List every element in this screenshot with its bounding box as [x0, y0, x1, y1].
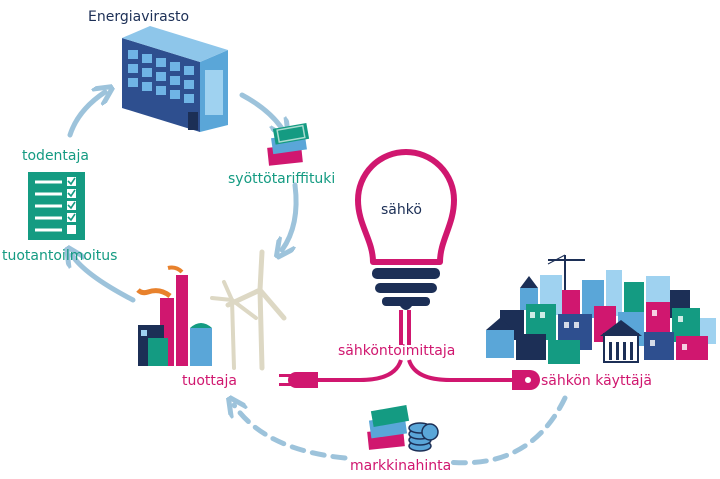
arrow-market-price-dashed — [234, 398, 568, 466]
coins-icon — [367, 404, 439, 452]
checklist-icon — [28, 172, 85, 240]
arrow-producer-to-notice — [72, 255, 136, 303]
arrow-verifier-to-agency — [67, 92, 105, 138]
label-verifier: todentaja — [22, 148, 89, 164]
wind-turbine-icon — [210, 249, 287, 371]
arrow-tariff-to-producer — [282, 182, 299, 250]
factory-icon — [136, 265, 212, 366]
arrow-agency-to-tariff — [239, 92, 283, 130]
label-producer: tuottaja — [182, 373, 237, 389]
office-building-icon — [122, 26, 228, 132]
label-production-notice: tuotantoilmoitus — [2, 248, 118, 264]
label-consumer: sähkön käyttäjä — [541, 373, 652, 389]
label-electricity: sähkö — [381, 202, 422, 218]
label-agency: Energiavirasto — [88, 9, 190, 25]
label-supplier: sähköntoimittaja — [338, 343, 456, 359]
city-icon — [486, 254, 716, 364]
light-bulb-icon — [355, 149, 457, 310]
banknotes-icon — [267, 122, 310, 166]
cycle-arrows — [67, 92, 568, 466]
label-feed-in-tariff: syöttötariffituki — [228, 171, 336, 187]
power-cable — [318, 310, 512, 382]
power-plug-icon — [279, 370, 540, 390]
label-market-price: markkinahinta — [350, 458, 452, 474]
